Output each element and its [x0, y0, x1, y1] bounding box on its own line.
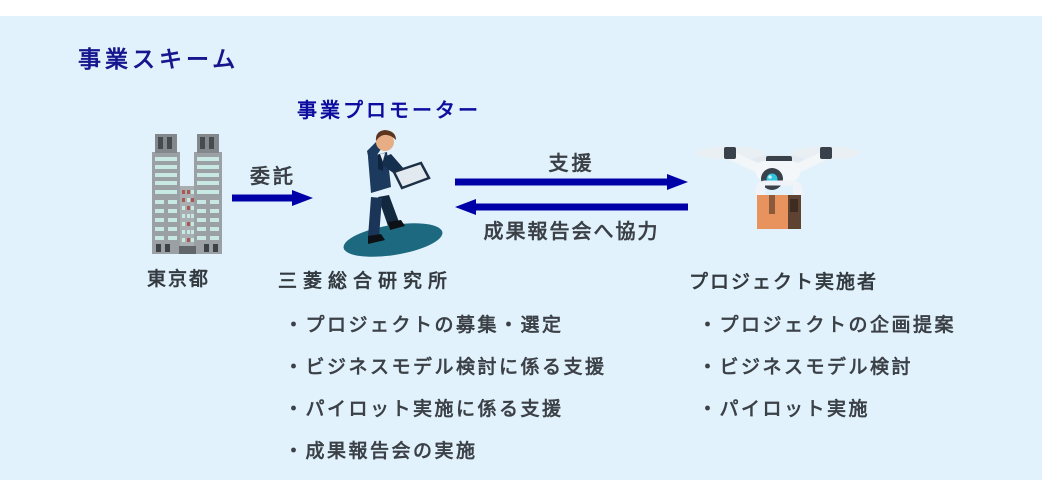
businessman-with-tablet-icon [343, 130, 443, 257]
mri-task-item: ・ビジネスモデル検討に係る支援 [284, 357, 607, 378]
itaku-right-arrow [232, 190, 313, 206]
mri-task-list: ・プロジェクトの募集・選定 ・ビジネスモデル検討に係る支援 ・パイロット実施に係… [284, 310, 607, 478]
implementer-task-item: ・ビジネスモデル検討 [698, 357, 914, 378]
delivery-drone-icon [696, 146, 860, 229]
shien-right-arrow [455, 174, 688, 190]
itaku-arrow-label: 委託 [250, 166, 296, 188]
seika-left-arrow [455, 199, 688, 215]
mri-task-item: ・パイロット実施に係る支援 [284, 399, 564, 420]
mri-task-item: ・成果報告会の実施 [284, 441, 478, 462]
shien-arrow-label: 支援 [548, 153, 595, 175]
seika-arrow-label: 成果報告会へ協力 [483, 221, 660, 243]
mri-task-item: ・プロジェクトの募集・選定 [284, 315, 564, 336]
implementer-task-item: ・プロジェクトの企画提案 [698, 315, 957, 336]
page-title: 事業スキーム [78, 46, 240, 72]
implementer-actor-label: プロジェクト実施者 [689, 272, 879, 293]
implementer-task-list: ・プロジェクトの企画提案 ・ビジネスモデル検討 ・パイロット実施 [698, 310, 956, 436]
promoter-role-label: 事業プロモーター [297, 100, 481, 122]
mri-actor-label: 三菱総合研究所 [278, 271, 454, 292]
tokyo-actor-label: 東京都 [147, 269, 211, 290]
tokyo-government-building-icon [152, 134, 222, 254]
implementer-task-item: ・パイロット実施 [698, 399, 871, 420]
